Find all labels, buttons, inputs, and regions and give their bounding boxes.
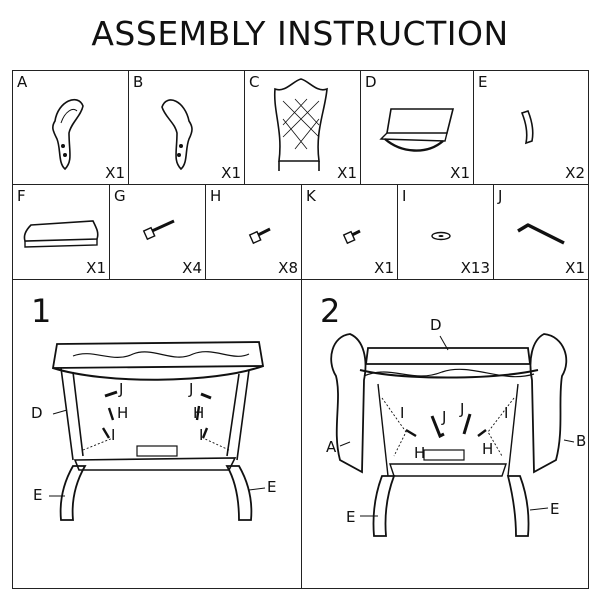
label-b: B [576, 432, 587, 450]
part-qty: X1 [337, 164, 357, 182]
part-cell-e: E X2 [473, 70, 589, 185]
part-letter: A [17, 73, 28, 91]
label-j-2: J [189, 380, 194, 398]
part-cell-i: I X13 [397, 184, 494, 280]
part-letter: C [249, 73, 260, 91]
label-e-left: E [33, 486, 43, 504]
label-j-1: J [119, 380, 124, 398]
label-i-2: I [199, 426, 204, 444]
label-i-1: I [400, 404, 405, 422]
label-i-1: I [111, 426, 116, 444]
label-e-right: E [550, 500, 560, 518]
short-bolt-icon [342, 229, 361, 245]
left-arm-panel-icon [52, 98, 84, 171]
part-letter: F [17, 187, 26, 205]
label-j-2: J [460, 400, 465, 418]
part-qty: X1 [105, 164, 125, 182]
leg-brace-icon [520, 110, 534, 145]
part-cell-b: B X1 [128, 70, 245, 185]
step-1-panel: 1 D E E J J H H I I [12, 279, 302, 589]
part-qty: X1 [374, 259, 394, 277]
part-letter: K [306, 187, 316, 205]
part-cell-f: F X1 [12, 184, 110, 280]
label-h-2: H [193, 404, 205, 422]
part-letter: B [133, 73, 144, 91]
part-letter: J [498, 187, 503, 205]
label-d: D [430, 316, 442, 334]
long-bolt-icon [142, 219, 175, 241]
page-title: ASSEMBLY INSTRUCTION [91, 14, 509, 53]
medium-bolt-icon [248, 227, 271, 245]
label-e-right: E [267, 478, 277, 496]
seat-cushion-icon [23, 220, 99, 248]
step-number: 2 [320, 292, 341, 330]
part-letter: D [365, 73, 377, 91]
label-d: D [31, 404, 43, 422]
part-qty: X2 [565, 164, 585, 182]
label-h-1: H [117, 404, 129, 422]
allen-key-icon [517, 223, 565, 245]
part-qty: X1 [221, 164, 241, 182]
part-cell-g: G X4 [109, 184, 206, 280]
step-2-diagram [330, 333, 575, 537]
part-cell-h: H X8 [205, 184, 302, 280]
part-cell-d: D X1 [360, 70, 474, 185]
part-cell-j: J X1 [493, 184, 589, 280]
label-h-1: H [414, 444, 426, 462]
part-letter: E [478, 73, 488, 91]
part-qty: X8 [278, 259, 298, 277]
part-letter: H [210, 187, 222, 205]
part-letter: I [402, 187, 407, 205]
right-arm-panel-icon [161, 99, 193, 171]
part-letter: G [114, 187, 126, 205]
part-qty: X1 [86, 259, 106, 277]
washer-icon [431, 231, 451, 241]
part-qty: X1 [565, 259, 585, 277]
part-cell-k: K X1 [301, 184, 398, 280]
part-cell-a: A X1 [12, 70, 129, 185]
label-a: A [326, 438, 337, 456]
part-qty: X13 [460, 259, 490, 277]
label-h-2: H [482, 440, 494, 458]
step-number: 1 [31, 292, 52, 330]
tufted-backrest-icon [273, 78, 328, 171]
part-qty: X4 [182, 259, 202, 277]
part-cell-c: C X1 [244, 70, 361, 185]
part-qty: X1 [450, 164, 470, 182]
step-2-panel: 2 D A B E E I I J J H H [301, 279, 589, 589]
label-j-1: J [442, 408, 447, 426]
label-i-2: I [504, 404, 509, 422]
seat-frame-icon [379, 108, 455, 152]
step-1-diagram [49, 341, 266, 521]
label-e-left: E [346, 508, 356, 526]
